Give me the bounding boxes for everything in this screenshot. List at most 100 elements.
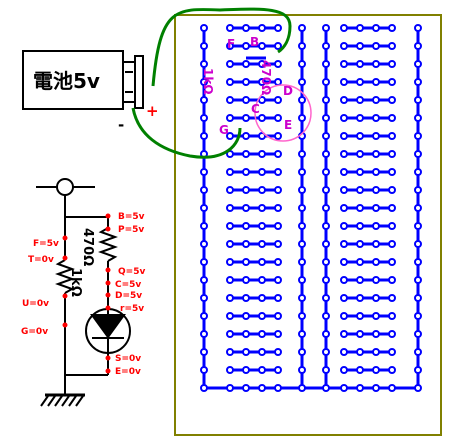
pad (388, 24, 396, 32)
pad (414, 42, 422, 50)
pad (356, 204, 364, 212)
voltage-label: S=0v (115, 354, 141, 364)
pad (226, 294, 234, 302)
pad (372, 168, 380, 176)
pad (322, 96, 330, 104)
test-point-dot (62, 293, 68, 299)
pad (298, 78, 306, 86)
pad (414, 294, 422, 302)
pad (200, 204, 208, 212)
breadboard-pads (200, 24, 422, 392)
pad (388, 150, 396, 158)
pad (356, 114, 364, 122)
pad (340, 312, 348, 320)
pad (242, 348, 250, 356)
pad (226, 114, 234, 122)
pad (258, 258, 266, 266)
pad (356, 78, 364, 86)
pad (372, 60, 380, 68)
pad (274, 366, 282, 374)
pad (388, 222, 396, 230)
test-point-dot (62, 255, 68, 261)
pad (274, 168, 282, 176)
pad (340, 384, 348, 392)
pad (372, 258, 380, 266)
battery-terminal-cap (134, 55, 144, 109)
pad (414, 276, 422, 284)
pad (258, 150, 266, 158)
pad (226, 384, 234, 392)
pad (242, 96, 250, 104)
pad (356, 348, 364, 356)
board-letter: G (219, 123, 229, 137)
board-components: F B D C E G 470Ω 1kΩ (201, 35, 312, 142)
voltage-label: P=5v (118, 225, 144, 235)
pad (226, 240, 234, 248)
pad (414, 348, 422, 356)
pad (322, 60, 330, 68)
voltage-label: D=5v (115, 291, 142, 301)
pad (200, 258, 208, 266)
pad (372, 114, 380, 122)
pad (322, 132, 330, 140)
pad (274, 132, 282, 140)
pad (200, 276, 208, 284)
pad (200, 384, 208, 392)
pad (200, 96, 208, 104)
pad (388, 384, 396, 392)
pad (226, 78, 234, 86)
pad (414, 60, 422, 68)
pad (226, 222, 234, 230)
pad (200, 294, 208, 302)
pad (322, 384, 330, 392)
pad (414, 330, 422, 338)
pad (200, 168, 208, 176)
pad (226, 60, 234, 68)
pad (298, 168, 306, 176)
pad (388, 330, 396, 338)
pad (356, 366, 364, 374)
pad (322, 348, 330, 356)
pad (414, 240, 422, 248)
pad (274, 204, 282, 212)
pad (258, 78, 266, 86)
pad (226, 258, 234, 266)
pad (322, 42, 330, 50)
pad (388, 60, 396, 68)
pad (414, 24, 422, 32)
voltage-label: C=5v (115, 280, 141, 290)
pad (298, 150, 306, 158)
pad (356, 60, 364, 68)
pad (322, 186, 330, 194)
ground-hatch-line (68, 395, 77, 407)
pad (340, 276, 348, 284)
board-letter: D (283, 84, 293, 98)
board-letter: F (227, 37, 235, 51)
schematic-resistor-value: 1kΩ (68, 268, 83, 297)
schematic-labels: F=5v T=0v U=0v G=0v B=5v P=5v Q=5v C=5v … (21, 212, 145, 377)
pad (298, 312, 306, 320)
pad (414, 222, 422, 230)
pad (258, 384, 266, 392)
battery-terminal-block (122, 61, 136, 103)
pad (322, 222, 330, 230)
pad (372, 204, 380, 212)
pad (356, 42, 364, 50)
pad (388, 204, 396, 212)
pad (242, 60, 250, 68)
pad (226, 186, 234, 194)
pad (226, 168, 234, 176)
pad (200, 312, 208, 320)
test-point-dot (105, 213, 111, 219)
pad (200, 240, 208, 248)
pad (388, 186, 396, 194)
pad (414, 114, 422, 122)
pad (322, 330, 330, 338)
ground-hatch-line (54, 395, 63, 407)
pad (388, 78, 396, 86)
pad (414, 168, 422, 176)
pad (298, 240, 306, 248)
pad (298, 294, 306, 302)
pad (258, 60, 266, 68)
